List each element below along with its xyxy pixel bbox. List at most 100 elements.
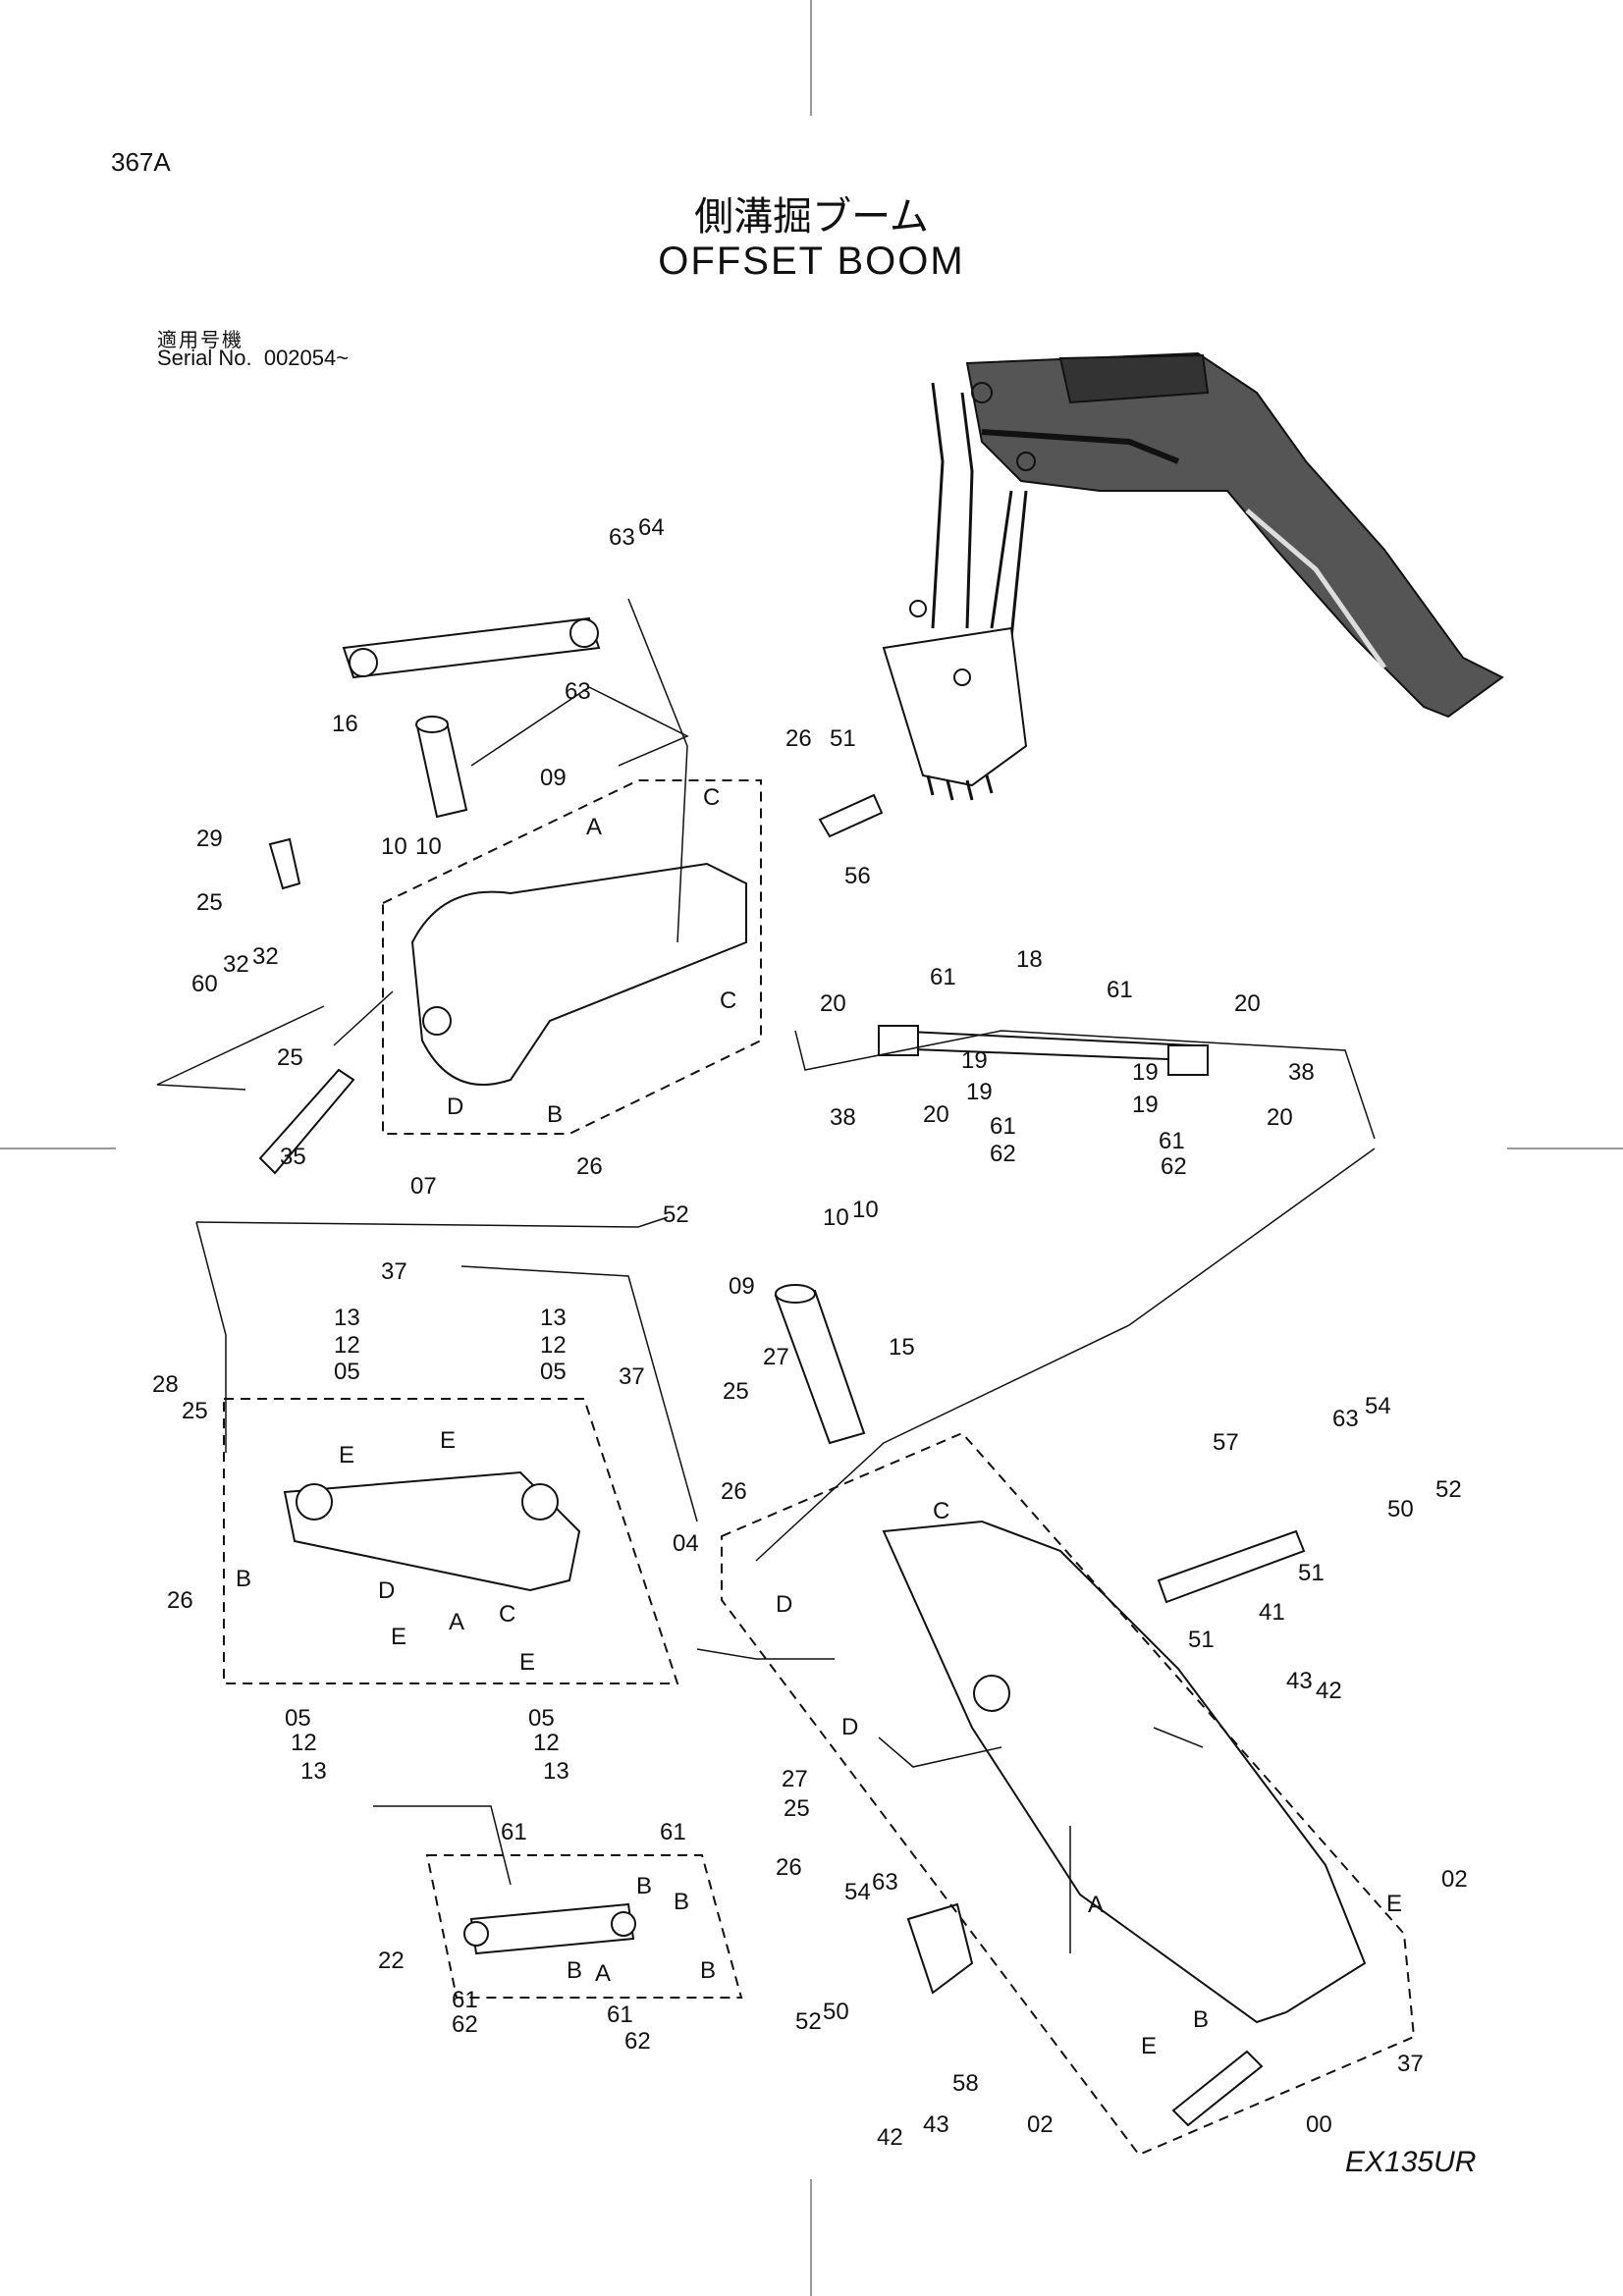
callout-E: E	[1386, 1891, 1402, 1917]
title-english: OFFSET BOOM	[658, 240, 965, 283]
pin-57	[1157, 1529, 1306, 1604]
callout-62: 62	[1161, 1153, 1187, 1180]
callout-E: E	[339, 1442, 354, 1468]
callout-10: 10	[852, 1197, 879, 1223]
callout-05: 05	[285, 1705, 311, 1732]
callout-61: 61	[660, 1819, 686, 1845]
callout-07: 07	[410, 1173, 437, 1200]
callout-62: 62	[452, 2011, 478, 2038]
callout-C: C	[933, 1498, 949, 1524]
serial-value: 002054~	[263, 346, 350, 370]
callout-D: D	[841, 1714, 858, 1740]
callout-52: 52	[795, 2008, 822, 2035]
callout-51: 51	[830, 725, 856, 752]
callout-56: 56	[844, 863, 871, 889]
link-04	[283, 1470, 581, 1592]
callout-61: 61	[1107, 977, 1133, 1003]
callout-50: 50	[823, 1999, 849, 2025]
callout-A: A	[586, 814, 602, 840]
callout-18: 18	[1016, 946, 1043, 973]
callout-28: 28	[152, 1371, 179, 1398]
callout-05: 05	[540, 1359, 567, 1385]
callout-13: 13	[540, 1305, 567, 1331]
callout-42: 42	[877, 2124, 903, 2151]
callout-02: 02	[1027, 2111, 1054, 2138]
pin-56	[818, 793, 884, 838]
callout-26: 26	[721, 1478, 747, 1505]
callout-C: C	[720, 988, 736, 1014]
callout-E: E	[391, 1624, 406, 1650]
callout-12: 12	[291, 1730, 317, 1756]
callout-A: A	[595, 1960, 611, 1987]
callout-43: 43	[923, 2111, 949, 2138]
callout-61: 61	[452, 1987, 478, 2013]
callout-02: 02	[1441, 1866, 1468, 1893]
callout-12: 12	[533, 1730, 560, 1756]
pin-B-lower	[1171, 2050, 1264, 2127]
callout-E: E	[519, 1649, 535, 1676]
callout-20: 20	[1267, 1104, 1293, 1131]
callout-43: 43	[1286, 1668, 1313, 1694]
callout-41: 41	[1259, 1599, 1285, 1626]
callout-25: 25	[182, 1398, 208, 1424]
callout-61: 61	[990, 1113, 1016, 1140]
callout-54: 54	[844, 1879, 871, 1905]
callout-38: 38	[1288, 1059, 1315, 1086]
callout-A: A	[1088, 1892, 1104, 1918]
callout-D: D	[378, 1577, 395, 1604]
callout-10: 10	[823, 1204, 849, 1231]
callout-29: 29	[196, 826, 223, 852]
callout-63: 63	[872, 1869, 898, 1896]
callout-60: 60	[191, 971, 218, 997]
callout-25: 25	[784, 1795, 810, 1822]
callout-19: 19	[1132, 1092, 1159, 1118]
callout-B: B	[547, 1101, 563, 1128]
callout-50: 50	[1387, 1496, 1414, 1522]
bracket-07	[410, 862, 747, 1086]
callout-B: B	[674, 1889, 689, 1915]
callout-05: 05	[334, 1359, 360, 1385]
leader-lines	[156, 598, 1376, 1953]
callout-09: 09	[540, 765, 567, 791]
callout-B: B	[1193, 2006, 1209, 2033]
callout-C: C	[703, 784, 720, 811]
callout-64: 64	[638, 514, 665, 541]
callout-19: 19	[1132, 1059, 1159, 1086]
callout-25: 25	[277, 1044, 303, 1071]
callout-04: 04	[673, 1530, 699, 1557]
callout-51: 51	[1188, 1627, 1215, 1653]
callout-27: 27	[763, 1344, 789, 1370]
part-outlines	[258, 616, 1367, 2127]
callout-15: 15	[889, 1334, 915, 1361]
boom-cylinder	[342, 616, 601, 679]
callout-10: 10	[415, 833, 442, 860]
callout-52: 52	[1435, 1476, 1462, 1503]
callout-B: B	[636, 1873, 652, 1899]
callout-19: 19	[966, 1079, 993, 1105]
callout-54: 54	[1365, 1393, 1391, 1419]
serial-number: Serial No. 002054~	[157, 346, 349, 371]
callout-37: 37	[619, 1363, 645, 1390]
arm-18	[888, 1029, 1194, 1062]
callout-63: 63	[565, 678, 591, 705]
callout-25: 25	[196, 889, 223, 916]
callout-B: B	[567, 1957, 582, 1984]
serial-label-japanese: 適用号機	[157, 328, 243, 351]
callout-B: B	[236, 1566, 251, 1592]
callout-63: 63	[1332, 1406, 1359, 1432]
callout-13: 13	[334, 1305, 360, 1331]
callout-52: 52	[663, 1201, 689, 1228]
callout-62: 62	[990, 1141, 1016, 1167]
callout-05: 05	[528, 1705, 555, 1732]
title-japanese: 側溝掘ブーム	[694, 194, 929, 240]
pin-29	[268, 837, 301, 890]
model-name: EX135UR	[1345, 2146, 1477, 2178]
callout-12: 12	[540, 1332, 567, 1359]
callout-16: 16	[332, 711, 358, 737]
callout-10: 10	[381, 833, 407, 860]
callout-D: D	[447, 1094, 463, 1120]
callout-61: 61	[1159, 1128, 1185, 1154]
callout-09: 09	[729, 1273, 755, 1300]
callout-E: E	[440, 1427, 456, 1454]
